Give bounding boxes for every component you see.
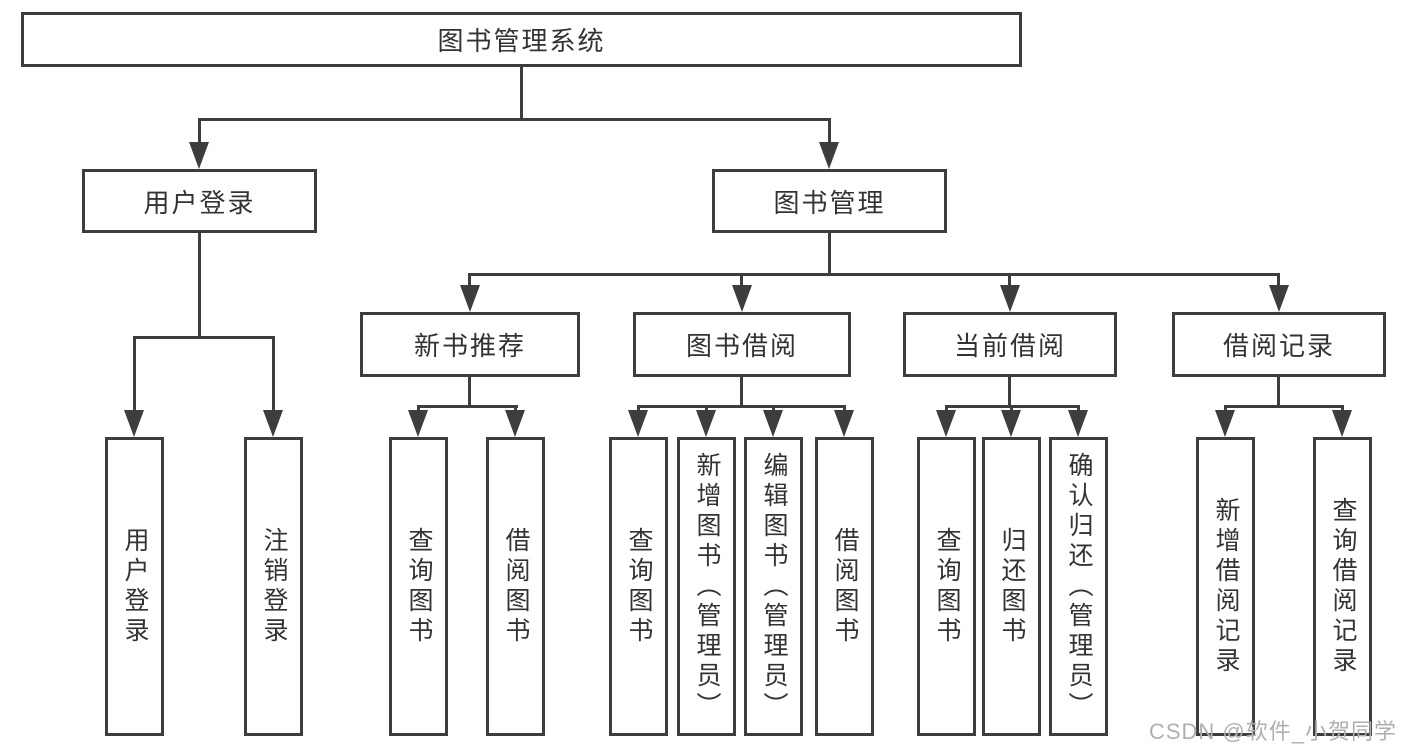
leaf-query-books-borrow: 查询图书: [609, 437, 668, 736]
arrow-down-icon: [124, 410, 144, 437]
leaf-borrow-books-borrow: 借阅图书: [815, 437, 874, 736]
leaf-label: 查询借阅记录: [1329, 496, 1357, 677]
leaf-query-books-recommend: 查询图书: [389, 437, 448, 736]
connector-line: [520, 67, 523, 121]
leaf-label: 用户登录: [121, 526, 149, 647]
connector-line: [468, 273, 1280, 276]
arrow-down-icon: [263, 410, 283, 437]
connector-line: [1224, 405, 1344, 408]
connector-line: [198, 233, 201, 339]
leaf-label: 查询图书: [405, 526, 433, 647]
arrow-down-icon: [696, 410, 716, 437]
node-user-login: 用户登录: [82, 169, 317, 233]
leaf-label: 新增借阅记录: [1212, 496, 1240, 677]
connector-line: [740, 376, 743, 408]
node-borrowing-records: 借阅记录: [1172, 312, 1386, 377]
arrow-down-icon: [763, 410, 783, 437]
arrow-down-icon: [819, 142, 839, 169]
leaf-query-books-current: 查询图书: [917, 437, 976, 736]
arrow-down-icon: [1215, 410, 1235, 437]
connector-line: [843, 405, 846, 413]
leaf-label: 新增图书（管理员）: [693, 451, 721, 722]
leaf-label: 查询图书: [933, 526, 961, 647]
leaf-label: 确认归还（管理员）: [1065, 451, 1093, 722]
arrow-down-icon: [1269, 285, 1289, 312]
arrow-down-icon: [732, 285, 752, 312]
leaf-label: 查询图书: [625, 526, 653, 647]
connector-line: [417, 405, 420, 413]
arrow-down-icon: [1332, 410, 1352, 437]
connector-line: [514, 405, 517, 413]
connector-line: [740, 276, 743, 286]
leaf-add-book-admin: 新增图书（管理员）: [677, 437, 736, 736]
leaf-label: 借阅图书: [831, 526, 859, 647]
leaf-label: 借阅图书: [502, 526, 530, 647]
leaf-confirm-return-admin: 确认归还（管理员）: [1049, 437, 1108, 736]
leaf-label: 注销登录: [260, 526, 288, 647]
connector-line: [772, 405, 775, 413]
leaf-label: 归还图书: [998, 526, 1026, 647]
arrow-down-icon: [460, 285, 480, 312]
leaf-return-book: 归还图书: [982, 437, 1041, 736]
node-book-management: 图书管理: [712, 169, 947, 233]
node-book-borrowing: 图书借阅: [633, 312, 851, 377]
connector-line: [1008, 376, 1011, 408]
leaf-query-borrow-record: 查询借阅记录: [1313, 437, 1372, 736]
connector-line: [637, 405, 846, 408]
connector-line: [705, 405, 708, 413]
node-root: 图书管理系统: [21, 12, 1022, 67]
leaf-borrow-books-recommend: 借阅图书: [486, 437, 545, 736]
arrow-down-icon: [936, 410, 956, 437]
arrow-down-icon: [1001, 410, 1021, 437]
leaf-edit-book-admin: 编辑图书（管理员）: [744, 437, 803, 736]
connector-line: [133, 339, 136, 410]
arrow-down-icon: [628, 410, 648, 437]
connector-line: [272, 339, 275, 410]
connector-line: [1277, 276, 1280, 286]
connector-line: [1077, 405, 1080, 413]
connector-line: [133, 336, 275, 339]
arrow-down-icon: [834, 410, 854, 437]
node-new-book-recommendation: 新书推荐: [360, 312, 580, 377]
connector-line: [828, 121, 831, 144]
leaf-add-borrow-record: 新增借阅记录: [1196, 437, 1255, 736]
node-current-borrowing: 当前借阅: [903, 312, 1117, 377]
leaf-logout: 注销登录: [244, 437, 303, 736]
leaf-user-login: 用户登录: [105, 437, 164, 736]
arrow-down-icon: [1068, 410, 1088, 437]
connector-line: [1277, 376, 1280, 408]
arrow-down-icon: [408, 410, 428, 437]
connector-line: [468, 376, 471, 408]
connector-line: [198, 118, 831, 121]
arrow-down-icon: [505, 410, 525, 437]
connector-line: [417, 405, 518, 408]
connector-line: [1224, 405, 1227, 413]
leaf-label: 编辑图书（管理员）: [760, 451, 788, 722]
connector-line: [468, 276, 471, 286]
arrow-down-icon: [189, 142, 209, 169]
connector-line: [828, 233, 831, 276]
connector-line: [198, 121, 201, 144]
arrow-down-icon: [1000, 285, 1020, 312]
connector-line: [637, 405, 640, 413]
connector-line: [1341, 405, 1344, 413]
connector-line: [1010, 405, 1013, 413]
connector-line: [945, 405, 948, 413]
connector-line: [1008, 276, 1011, 286]
